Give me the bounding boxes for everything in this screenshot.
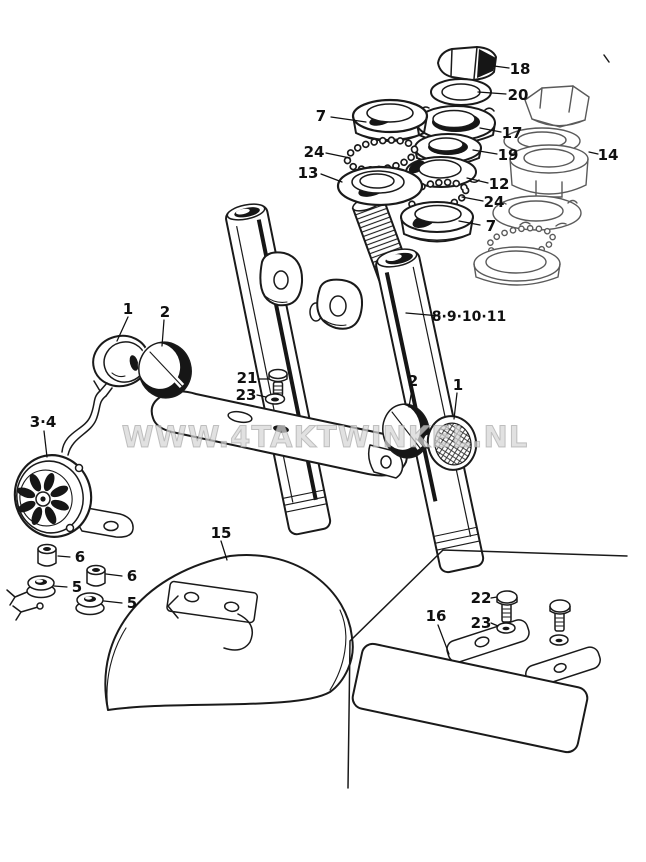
callout-3-4: 3·4 xyxy=(30,413,57,431)
callout-24-left: 24 xyxy=(304,143,325,161)
callout-18: 18 xyxy=(510,60,531,78)
callout-1-right: 1 xyxy=(453,376,463,394)
callout-24-mid: 24 xyxy=(484,193,505,211)
callout-5-first: 5 xyxy=(72,578,82,596)
bush-6a xyxy=(37,543,57,567)
callout-2-left: 2 xyxy=(160,303,170,321)
callout-14: 14 xyxy=(598,146,619,164)
steering-parts-left-column xyxy=(336,98,429,207)
fork-bridge xyxy=(150,390,408,479)
steering-parts-light-column xyxy=(473,85,590,286)
callout-23-inset: 23 xyxy=(471,614,492,632)
callout-labels: 7 24 13 18 20 17 19 14 12 24 7 8·9·10·11… xyxy=(30,60,619,632)
left-tube-clamp-ear xyxy=(259,251,304,307)
washer-23b-inset xyxy=(549,634,569,646)
fender-bracket xyxy=(166,580,259,651)
callout-6-first: 6 xyxy=(75,548,85,566)
callout-1-left: 1 xyxy=(123,300,133,318)
callout-21: 21 xyxy=(237,369,258,387)
screw-22a xyxy=(496,590,518,623)
callout-7-mid: 7 xyxy=(486,217,496,235)
callout-16: 16 xyxy=(426,607,447,625)
print-speck xyxy=(603,54,610,63)
callout-12: 12 xyxy=(489,175,510,193)
watermark-text: WWW.4TAKTWINKEL.NL xyxy=(122,420,529,454)
bush-6b xyxy=(86,564,106,587)
callout-2-right: 2 xyxy=(408,372,418,390)
nut-5a xyxy=(26,575,56,599)
right-tube-clamp-ear xyxy=(309,278,364,330)
horn-slots xyxy=(17,473,69,525)
horn xyxy=(13,380,134,538)
bolt-21 xyxy=(268,368,288,397)
callout-22: 22 xyxy=(471,589,492,607)
callout-20: 20 xyxy=(508,86,529,104)
callout-15: 15 xyxy=(211,524,232,542)
reflector-base-right xyxy=(381,403,430,459)
reflector-base-left xyxy=(137,341,192,399)
nut-5b xyxy=(75,592,105,616)
callout-23: 23 xyxy=(236,386,257,404)
callout-7-upper-left: 7 xyxy=(316,107,326,125)
callout-5-second: 5 xyxy=(127,594,137,612)
callout-17: 17 xyxy=(502,124,523,142)
front-fender xyxy=(104,554,354,711)
washer-23 xyxy=(264,393,286,405)
callout-13: 13 xyxy=(298,164,319,182)
number-plate xyxy=(351,642,589,754)
washer-23a-inset xyxy=(496,622,516,634)
callout-6-second: 6 xyxy=(127,567,137,585)
callout-19: 19 xyxy=(498,146,519,164)
leader-lines xyxy=(43,65,599,655)
inset-boundary xyxy=(347,549,628,789)
callout-8-9-10-11: 8·9·10·11 xyxy=(432,309,506,325)
steering-stem-nut-18 xyxy=(437,46,497,81)
reflector-right xyxy=(422,415,478,471)
reflector-left xyxy=(92,334,150,388)
screw-22b xyxy=(549,599,571,632)
